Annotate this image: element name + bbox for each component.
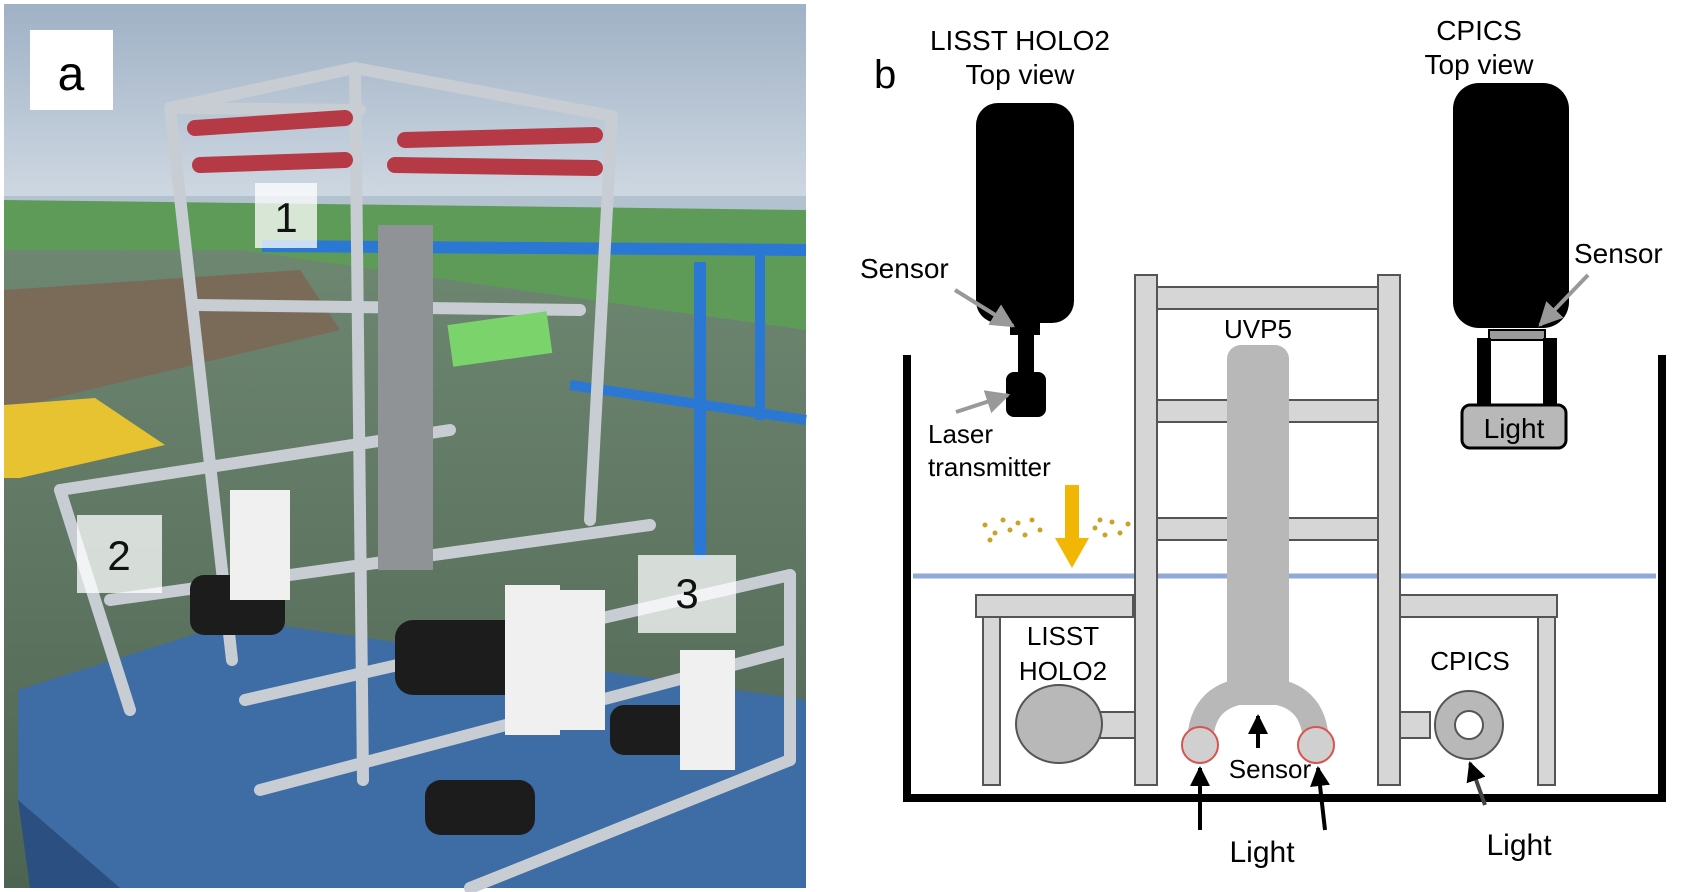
lisst-top-body bbox=[976, 103, 1074, 323]
particles bbox=[982, 517, 1131, 543]
photo-sky bbox=[4, 4, 806, 214]
cpics-sensor-window bbox=[1488, 329, 1546, 341]
lisst-side-label-1: LISST bbox=[1027, 621, 1099, 651]
lisst-laser-head bbox=[1006, 372, 1046, 417]
uvp5-arms bbox=[1187, 676, 1329, 746]
lisst-sensor-neck bbox=[1010, 323, 1040, 335]
light-label-center: Light bbox=[1229, 836, 1295, 869]
uvp5-label: UVP5 bbox=[1224, 314, 1292, 344]
cpics-light-label: Light bbox=[1484, 413, 1545, 444]
panel-a-label-box bbox=[30, 30, 113, 110]
uvp5-lamp-right bbox=[1297, 726, 1335, 764]
cpics-top-body bbox=[1453, 83, 1569, 328]
tank bbox=[903, 355, 1666, 802]
marker-3: 3 bbox=[675, 570, 698, 617]
red-bars bbox=[187, 110, 603, 176]
uvp5-body bbox=[1227, 345, 1289, 705]
white-mounts bbox=[230, 490, 735, 770]
light-label-right: Light bbox=[1486, 829, 1552, 862]
marker-box-2 bbox=[77, 515, 162, 593]
lisst-side-bracket bbox=[975, 594, 1136, 786]
lisst-side-body bbox=[1015, 684, 1103, 764]
photo-panel-a: a 1 2 3 bbox=[4, 4, 807, 892]
lisst-top-title: LISST HOLO2 bbox=[930, 25, 1110, 56]
green-tag bbox=[447, 311, 553, 367]
yellow-mat bbox=[4, 398, 165, 478]
cpics-strut-right bbox=[1543, 338, 1557, 410]
laser-arrow bbox=[955, 390, 1011, 414]
sensor-left-arrow bbox=[953, 288, 1016, 328]
cpics-side-bracket bbox=[1399, 594, 1558, 786]
cpics-top-subtitle: Top view bbox=[1425, 49, 1535, 80]
cpics-light-arrow bbox=[1466, 761, 1487, 806]
light-arrow-right bbox=[1310, 766, 1330, 831]
sensor-right-arrow bbox=[1538, 273, 1590, 327]
diagram-panel-b: b LISST HOLO2 Top view Sensor Laser tran… bbox=[860, 15, 1666, 869]
laser-label-line2: transmitter bbox=[928, 452, 1051, 482]
cpics-top-title: CPICS bbox=[1436, 15, 1522, 46]
cpics-side-label: CPICS bbox=[1430, 646, 1509, 676]
cpics-strut-left bbox=[1477, 338, 1491, 410]
pallet-shadow bbox=[18, 800, 120, 888]
uvp5-lamp-left bbox=[1181, 726, 1219, 764]
cpics-light-box bbox=[1460, 403, 1568, 450]
sensor-label-right: Sensor bbox=[1574, 238, 1663, 269]
lisst-side-label-2: HOLO2 bbox=[1019, 656, 1107, 686]
panel-a-label: a bbox=[58, 48, 85, 101]
laser-beam-shaft bbox=[1065, 485, 1079, 540]
lisst-stem bbox=[1018, 335, 1034, 375]
marker-box-1 bbox=[255, 183, 317, 248]
marker-box-3 bbox=[638, 555, 736, 633]
central-frame bbox=[1134, 274, 1401, 786]
lisst-top-subtitle: Top view bbox=[966, 59, 1076, 90]
cpics-side-hole bbox=[1454, 710, 1484, 740]
blue-railing-lower bbox=[569, 380, 807, 425]
laser-label-line1: Laser bbox=[928, 419, 993, 449]
marker-2: 2 bbox=[107, 532, 130, 579]
uvp5-sensor-label: Sensor bbox=[1229, 754, 1312, 784]
uvp5-housing bbox=[378, 225, 433, 570]
blue-railing bbox=[261, 240, 807, 256]
sensor-label-left: Sensor bbox=[860, 253, 949, 284]
panel-b-label: b bbox=[874, 53, 896, 97]
laser-beam-head bbox=[1055, 538, 1089, 568]
marker-1: 1 bbox=[274, 194, 297, 241]
